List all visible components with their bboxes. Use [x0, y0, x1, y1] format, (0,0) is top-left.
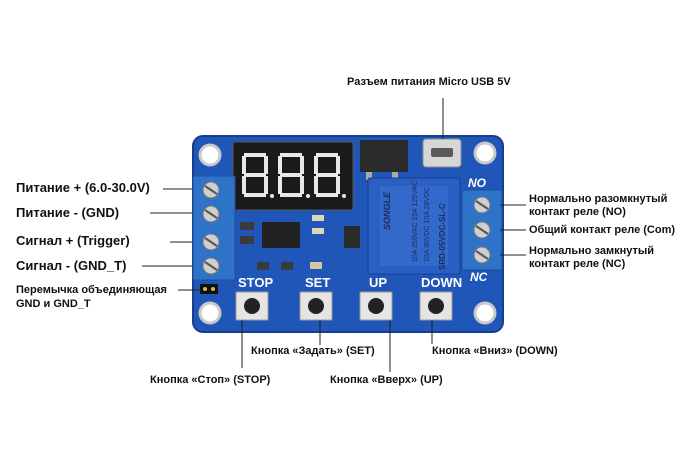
display-digits [242, 153, 346, 198]
mounting-hole [473, 301, 497, 325]
callout-power-connector: Разъем питания Micro USB 5V [347, 76, 511, 88]
callout-power-minus: Питание - (GND) [16, 205, 120, 220]
relay-rating-1: 10A 250VAC 10A 125VAC [412, 180, 419, 262]
silk-label-stop: STOP [238, 275, 274, 290]
silk-label-nc: NC [470, 270, 488, 284]
callout-relay-no-line2: контакт реле (NO) [529, 206, 626, 218]
optocoupler-chip [262, 222, 300, 248]
push-buttons [235, 291, 453, 321]
callout-relay-com: Общий контакт реле (Com) [529, 224, 676, 236]
relay-brand: SONGLE [382, 191, 392, 230]
callout-button-stop: Кнопка «Стоп» (STOP) [150, 374, 271, 386]
relay-rating-2: 10A 30VDC 10A 28VDC [424, 186, 431, 262]
mounting-hole [198, 143, 222, 167]
terminal-screws [202, 181, 220, 275]
callout-relay-no-line1: Нормально разомкнутый [529, 193, 668, 205]
callout-signal-plus: Сигнал + (Trigger) [16, 233, 130, 248]
callout-jumper-line2: GND и GND_T [16, 298, 91, 310]
callout-button-down: Кнопка «Вниз» (DOWN) [432, 345, 558, 357]
callout-button-up: Кнопка «Вверх» (UP) [330, 374, 443, 386]
callout-relay-nc-line1: Нормально замкнутый [529, 245, 655, 257]
mounting-hole [473, 141, 497, 165]
silk-label-down: DOWN [421, 275, 463, 290]
callout-power-plus: Питание + (6.0-30.0V) [16, 180, 150, 195]
callout-jumper-line1: Перемычка объединяющая [16, 284, 167, 296]
mounting-hole [198, 301, 222, 325]
jumper-header [200, 284, 218, 294]
relay-terminal-screws [473, 196, 491, 264]
relay-model: SRD-05VDC-SL-C [438, 203, 447, 270]
callout-button-set: Кнопка «Задать» (SET) [251, 345, 375, 357]
silk-label-no: NO [468, 176, 486, 190]
callout-relay-nc-line2: контакт реле (NC) [529, 258, 626, 270]
leader-lines [142, 98, 526, 372]
callout-signal-minus: Сигнал - (GND_T) [16, 258, 127, 273]
silk-label-up: UP [369, 275, 388, 290]
regulator-chip [360, 140, 408, 172]
silk-label-set: SET [305, 275, 331, 290]
